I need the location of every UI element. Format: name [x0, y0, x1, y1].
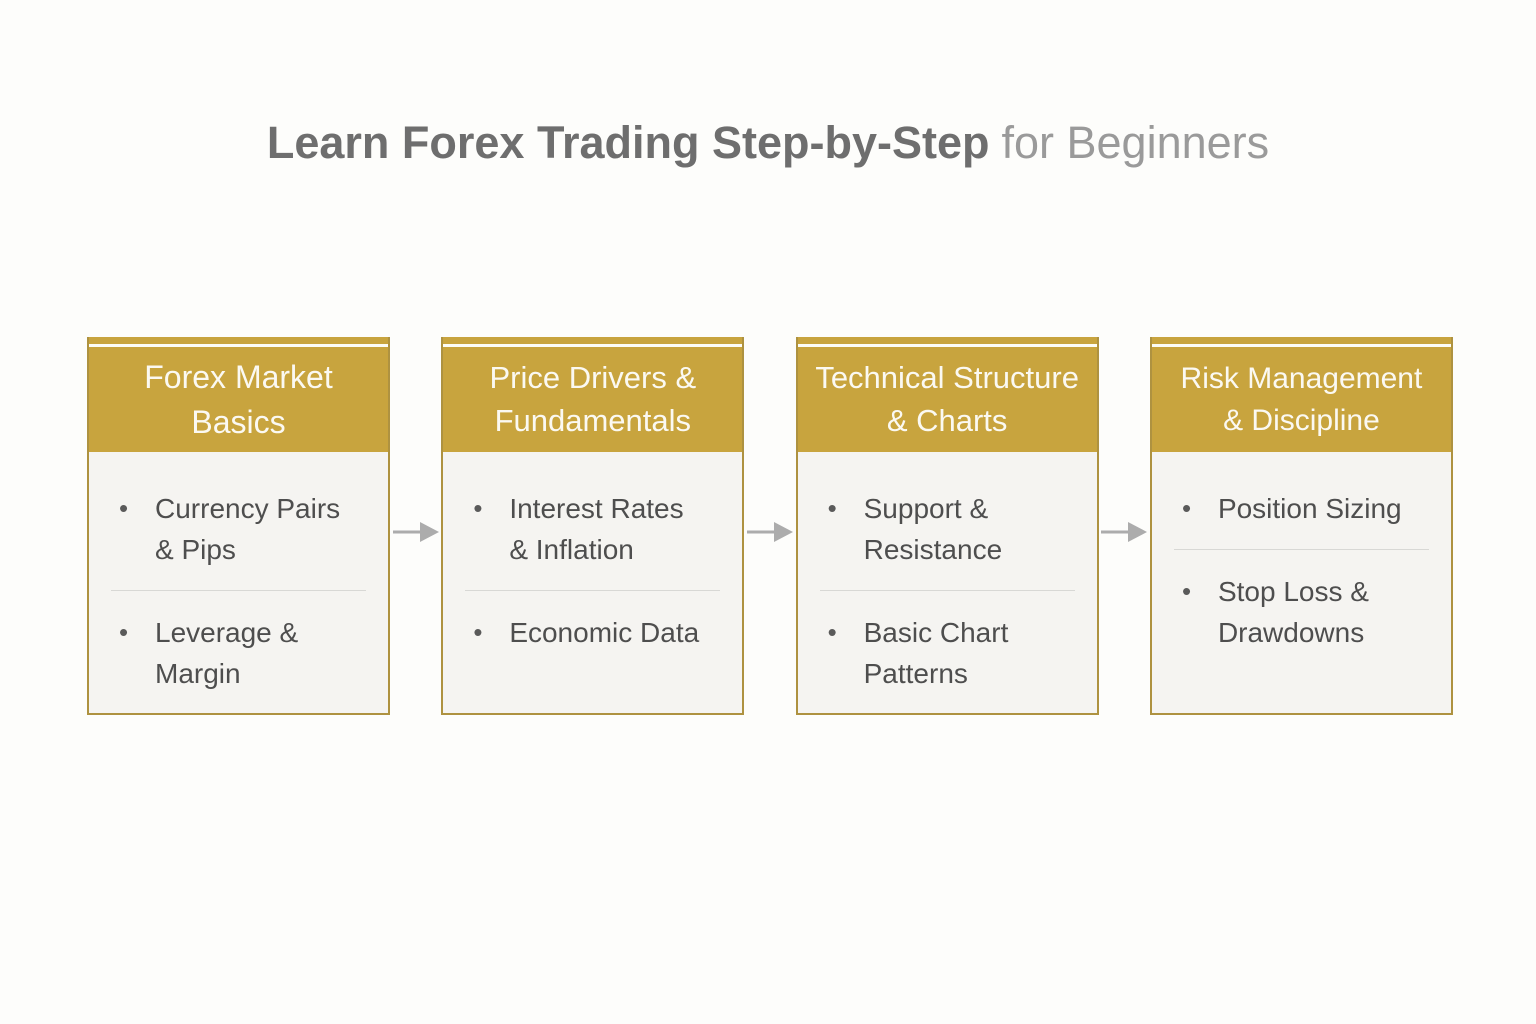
- bullet-text: Interest Rates & Inflation: [509, 493, 684, 566]
- process-flow: Forex Market Basics • Currency Pairs & P…: [87, 337, 1453, 715]
- bullet-text: Basic Chart Patterns: [863, 616, 1009, 690]
- bullet-text: Stop Loss & Drawdowns: [1217, 575, 1369, 649]
- bullet-divider: [465, 589, 721, 591]
- bullet-item: • Basic Chart Patterns: [814, 612, 1081, 695]
- bullet-dot-icon: •: [1181, 493, 1192, 523]
- bullet-dot-icon: •: [119, 493, 129, 523]
- card-body: • Interest Rates & Inflation • Economic …: [443, 452, 742, 713]
- bullet-dot-icon: •: [827, 616, 837, 647]
- flow-arrow-icon: [1101, 519, 1148, 545]
- bullet-item: • Leverage & Margin: [105, 612, 372, 695]
- bullet-item: • Stop Loss & Drawdowns: [1168, 571, 1435, 654]
- card-header-title: Price Drivers & Fundamentals: [443, 347, 743, 452]
- bullet-text: Economic Data: [509, 616, 700, 648]
- step-card-technical-structure-charts: Technical Structure & Charts • Support &…: [795, 337, 1099, 715]
- bullet-item: • Position Sizing: [1168, 488, 1435, 530]
- card-top-accent: [89, 337, 388, 347]
- card-body: • Position Sizing • Stop Loss & Drawdown…: [1152, 452, 1451, 713]
- bullet-text: Leverage & Margin: [155, 616, 299, 690]
- bullet-item: • Support & Resistance: [814, 488, 1081, 571]
- card-header-title: Risk Management & Discipline: [1151, 347, 1451, 452]
- flow-arrow-icon: [746, 519, 793, 545]
- card-header-title: Forex Market Basics: [89, 347, 388, 452]
- card-header-title: Technical Structure & Charts: [797, 347, 1097, 452]
- card-top-accent: [1151, 337, 1451, 347]
- card-body: • Currency Pairs & Pips • Leverage & Mar…: [89, 452, 388, 713]
- bullet-divider: [1173, 548, 1429, 550]
- flow-arrow-icon: [392, 519, 439, 545]
- step-card-forex-market-basics: Forex Market Basics • Currency Pairs & P…: [87, 337, 390, 715]
- bullet-divider: [819, 589, 1075, 591]
- card-top-accent: [443, 337, 743, 347]
- bullet-dot-icon: •: [473, 616, 483, 647]
- card-body: • Support & Resistance • Basic Chart Pat…: [798, 452, 1097, 713]
- bullet-item: • Interest Rates & Inflation: [459, 488, 726, 571]
- bullet-dot-icon: •: [1181, 575, 1192, 606]
- bullet-item: • Currency Pairs & Pips: [105, 488, 372, 571]
- bullet-item: • Economic Data: [459, 612, 726, 654]
- bullet-dot-icon: •: [827, 493, 837, 523]
- bullet-divider: [111, 589, 366, 591]
- bullet-text: Currency Pairs & Pips: [155, 493, 341, 566]
- page-title-suffix: for Beginners: [1001, 117, 1270, 169]
- page-title-main: Learn Forex Trading Step-by-Step: [266, 117, 990, 169]
- bullet-text: Support & Resistance: [863, 493, 1003, 566]
- bullet-dot-icon: •: [473, 493, 483, 523]
- bullet-text: Position Sizing: [1217, 493, 1402, 524]
- step-card-risk-management-discipline: Risk Management & Discipline • Position …: [1149, 337, 1453, 715]
- bullet-dot-icon: •: [119, 616, 129, 647]
- step-card-price-drivers-fundamentals: Price Drivers & Fundamentals • Interest …: [441, 337, 745, 715]
- card-top-accent: [797, 337, 1097, 347]
